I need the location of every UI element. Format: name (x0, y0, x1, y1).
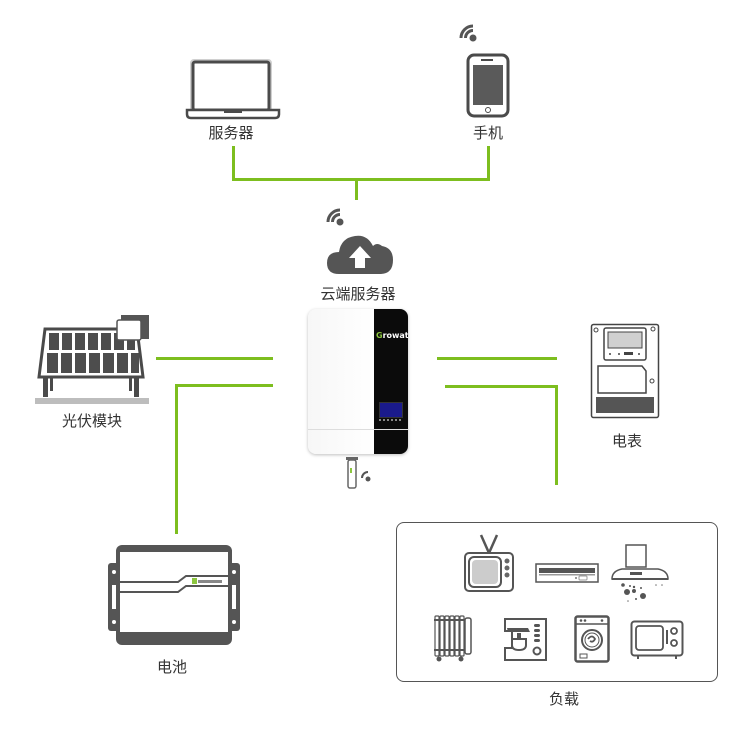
connector-inverter-meter (437, 357, 557, 360)
connector-battery-inverter-v (175, 384, 178, 534)
wifi-icon (459, 24, 477, 42)
microwave-icon (630, 620, 684, 659)
air-conditioner-icon (535, 563, 599, 583)
inverter-icon: Growatt (308, 309, 408, 454)
battery-label: 电池 (156, 658, 188, 676)
tv-icon (464, 534, 514, 592)
washing-machine-icon (574, 615, 610, 663)
connector-inverter-loads-h (445, 385, 558, 388)
connector-cloud-up (355, 178, 358, 200)
range-hood-icon (611, 544, 669, 602)
inverter-divider (308, 429, 408, 430)
wifi-icon (326, 208, 344, 226)
inverter-buttons (379, 419, 401, 423)
connector-top-horizontal (232, 178, 490, 181)
connector-pv-inverter (156, 357, 273, 360)
oil-heater-icon (434, 615, 472, 662)
pv-label: 光伏模块 (61, 412, 123, 430)
inverter-lcd (379, 402, 403, 418)
smartphone-icon (466, 53, 510, 118)
inverter-brand-logo: Growatt (376, 331, 408, 340)
coffee-machine-icon (504, 618, 547, 661)
cloud-upload-icon (327, 235, 393, 274)
connector-inverter-loads-v (555, 385, 558, 485)
wifi-dongle-icon (346, 457, 371, 489)
electric-meter-icon (590, 323, 660, 419)
meter-label: 电表 (611, 432, 643, 450)
connector-server-down (232, 146, 235, 181)
loads-label: 负载 (548, 690, 580, 708)
battery-icon (108, 545, 240, 645)
laptop-icon (185, 59, 281, 120)
solar-panel-icon (35, 315, 149, 404)
cloud-label: 云端服务器 (320, 285, 396, 303)
server-label: 服务器 (208, 124, 254, 142)
inverter-front-panel (308, 309, 374, 454)
phone-label: 手机 (472, 124, 504, 142)
loads-container (396, 522, 718, 682)
connector-phone-down (487, 146, 490, 181)
connector-battery-inverter-h (175, 384, 273, 387)
